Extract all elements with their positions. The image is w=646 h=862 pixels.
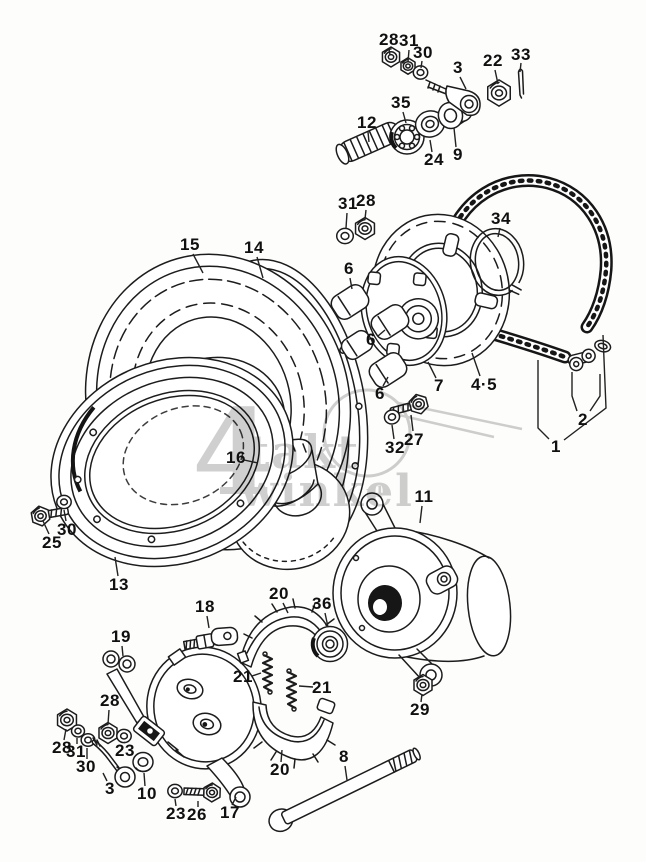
leader-line [564,335,606,440]
watermark: 4 takt winkel nl [192,383,522,522]
leader-line [115,557,118,576]
leader-line [124,742,125,743]
damper-rubbers [328,281,412,390]
leader-line [325,613,328,627]
brake-anchor-arm [426,80,480,115]
leader-line [421,61,422,68]
panel-bearing [313,627,348,662]
leader-line [299,686,313,687]
leader-line [103,773,107,781]
leader-line [281,750,282,762]
chain-master-link [565,335,617,372]
axle-nut [486,78,512,108]
leader-line [252,673,261,676]
leader-line [257,257,263,278]
panel-bolt [184,782,222,803]
leader-line [428,362,436,378]
washer-31-mid [335,227,355,245]
leader-line [572,372,577,411]
leader-line [64,510,66,521]
leader-line [460,77,466,89]
leader-line [421,694,422,702]
leader-line [378,330,385,336]
leader-line [420,506,422,523]
cotter-pin [519,69,524,98]
leader-line [454,128,456,147]
rear-axle [265,743,423,835]
shoe-springs [263,652,296,711]
watermark-big-char: 4 [192,383,274,522]
leader-line [232,797,236,805]
leader-line [350,278,352,289]
hub [333,493,515,686]
watermark-suffix: nl [366,483,383,501]
wheel-bearing-top [390,120,424,154]
leader-line [408,50,409,62]
rim-washer [56,494,72,510]
leader-line [430,140,432,152]
leader-line [64,729,66,740]
leader-line [472,353,480,376]
leader-line [365,210,366,219]
leader-line [383,377,388,386]
leader-line [389,49,390,55]
watermark-word2: winkel [239,466,414,517]
set-ring [466,225,528,300]
leader-line [368,132,369,142]
washer-23-lower [167,783,183,799]
washer-23-upper [116,728,132,744]
leader-line [108,710,109,724]
nut-28-mid [354,216,376,241]
leader-line [193,254,203,273]
leader-line [392,425,394,439]
watermark-logo-circle [324,390,410,476]
watermark-logo-lines [398,403,522,437]
leader-line [345,766,347,780]
leader-line [495,70,498,84]
leader-line [122,646,123,656]
leader-line [346,213,347,228]
brake-cam [182,624,239,653]
leader-line [590,374,600,411]
leader-line [244,460,258,463]
nut-28-cluster [98,721,118,745]
leader-line [283,603,288,613]
leader-lines-layer [43,49,606,807]
leader-line [175,799,176,806]
leader-line [520,63,521,72]
leader-line [144,773,145,786]
rim-bolt [29,504,69,529]
brake-shoe-bottom [253,698,336,768]
axle-sleeve [334,119,404,165]
leader-line [498,228,500,237]
brake-panel [136,636,273,807]
leader-line [207,616,209,628]
brake-rod [93,738,135,787]
grommet [133,753,153,772]
watermark-word1: takt [248,425,360,479]
brake-arm [103,651,166,747]
leader-line [43,521,49,534]
leader-line [411,415,413,431]
hub-nut [413,673,433,697]
nut-28-top [381,46,401,68]
leader-line [403,112,406,123]
oil-seal [413,108,448,141]
leader-line [538,360,549,439]
